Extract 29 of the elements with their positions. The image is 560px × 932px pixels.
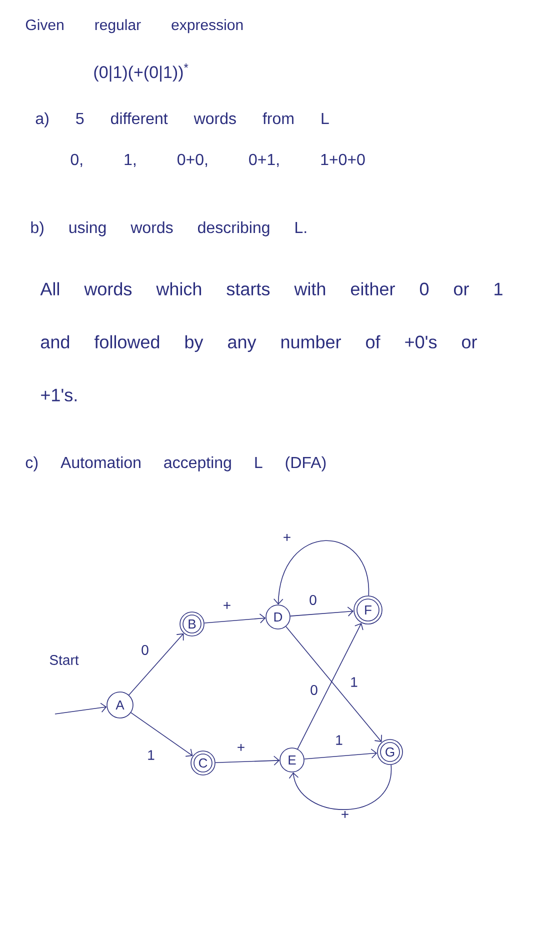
- transition-arrow: [273, 540, 370, 605]
- transition-arrow: [204, 614, 266, 624]
- transition-arrow: [297, 622, 364, 750]
- edge-label: 0: [140, 644, 150, 656]
- edge-label: 0: [308, 594, 318, 606]
- start-arrow: [54, 702, 107, 714]
- edge-label: 0: [309, 684, 319, 696]
- heading-text: Given regular expression: [26, 19, 243, 34]
- transition-arrow: [130, 712, 193, 757]
- edge-label: 1: [334, 734, 344, 746]
- question-text: a) 5 different words from L: [36, 112, 329, 128]
- edge-label: 1: [349, 676, 359, 688]
- edge-label: 1: [146, 749, 156, 761]
- answer-paragraph: All words which starts with either 0 or 1 and followed by any number of +0's or +1's.: [40, 282, 502, 402]
- transition-arrow: [290, 606, 354, 616]
- edge-label: +: [340, 810, 350, 820]
- transition-arrow: [286, 626, 382, 742]
- answer-text: 0, 1, 0+0, 0+1, 1+0+0: [70, 154, 365, 168]
- transition-arrow: [288, 764, 392, 810]
- transition-arrow: [304, 748, 378, 760]
- transition-arrow: [215, 756, 280, 766]
- question-text: b) using words describing L.: [31, 221, 306, 236]
- start-label: Start: [48, 654, 80, 666]
- edge-label: +: [222, 600, 232, 612]
- edge-label: +: [236, 742, 246, 754]
- expression-text: (0|1)(+(0|1))$^{*}$: [94, 64, 188, 82]
- transition-arrow: [128, 633, 184, 696]
- edge-label: +: [282, 532, 292, 544]
- question-text: c) Automation accepting L (DFA): [26, 456, 326, 472]
